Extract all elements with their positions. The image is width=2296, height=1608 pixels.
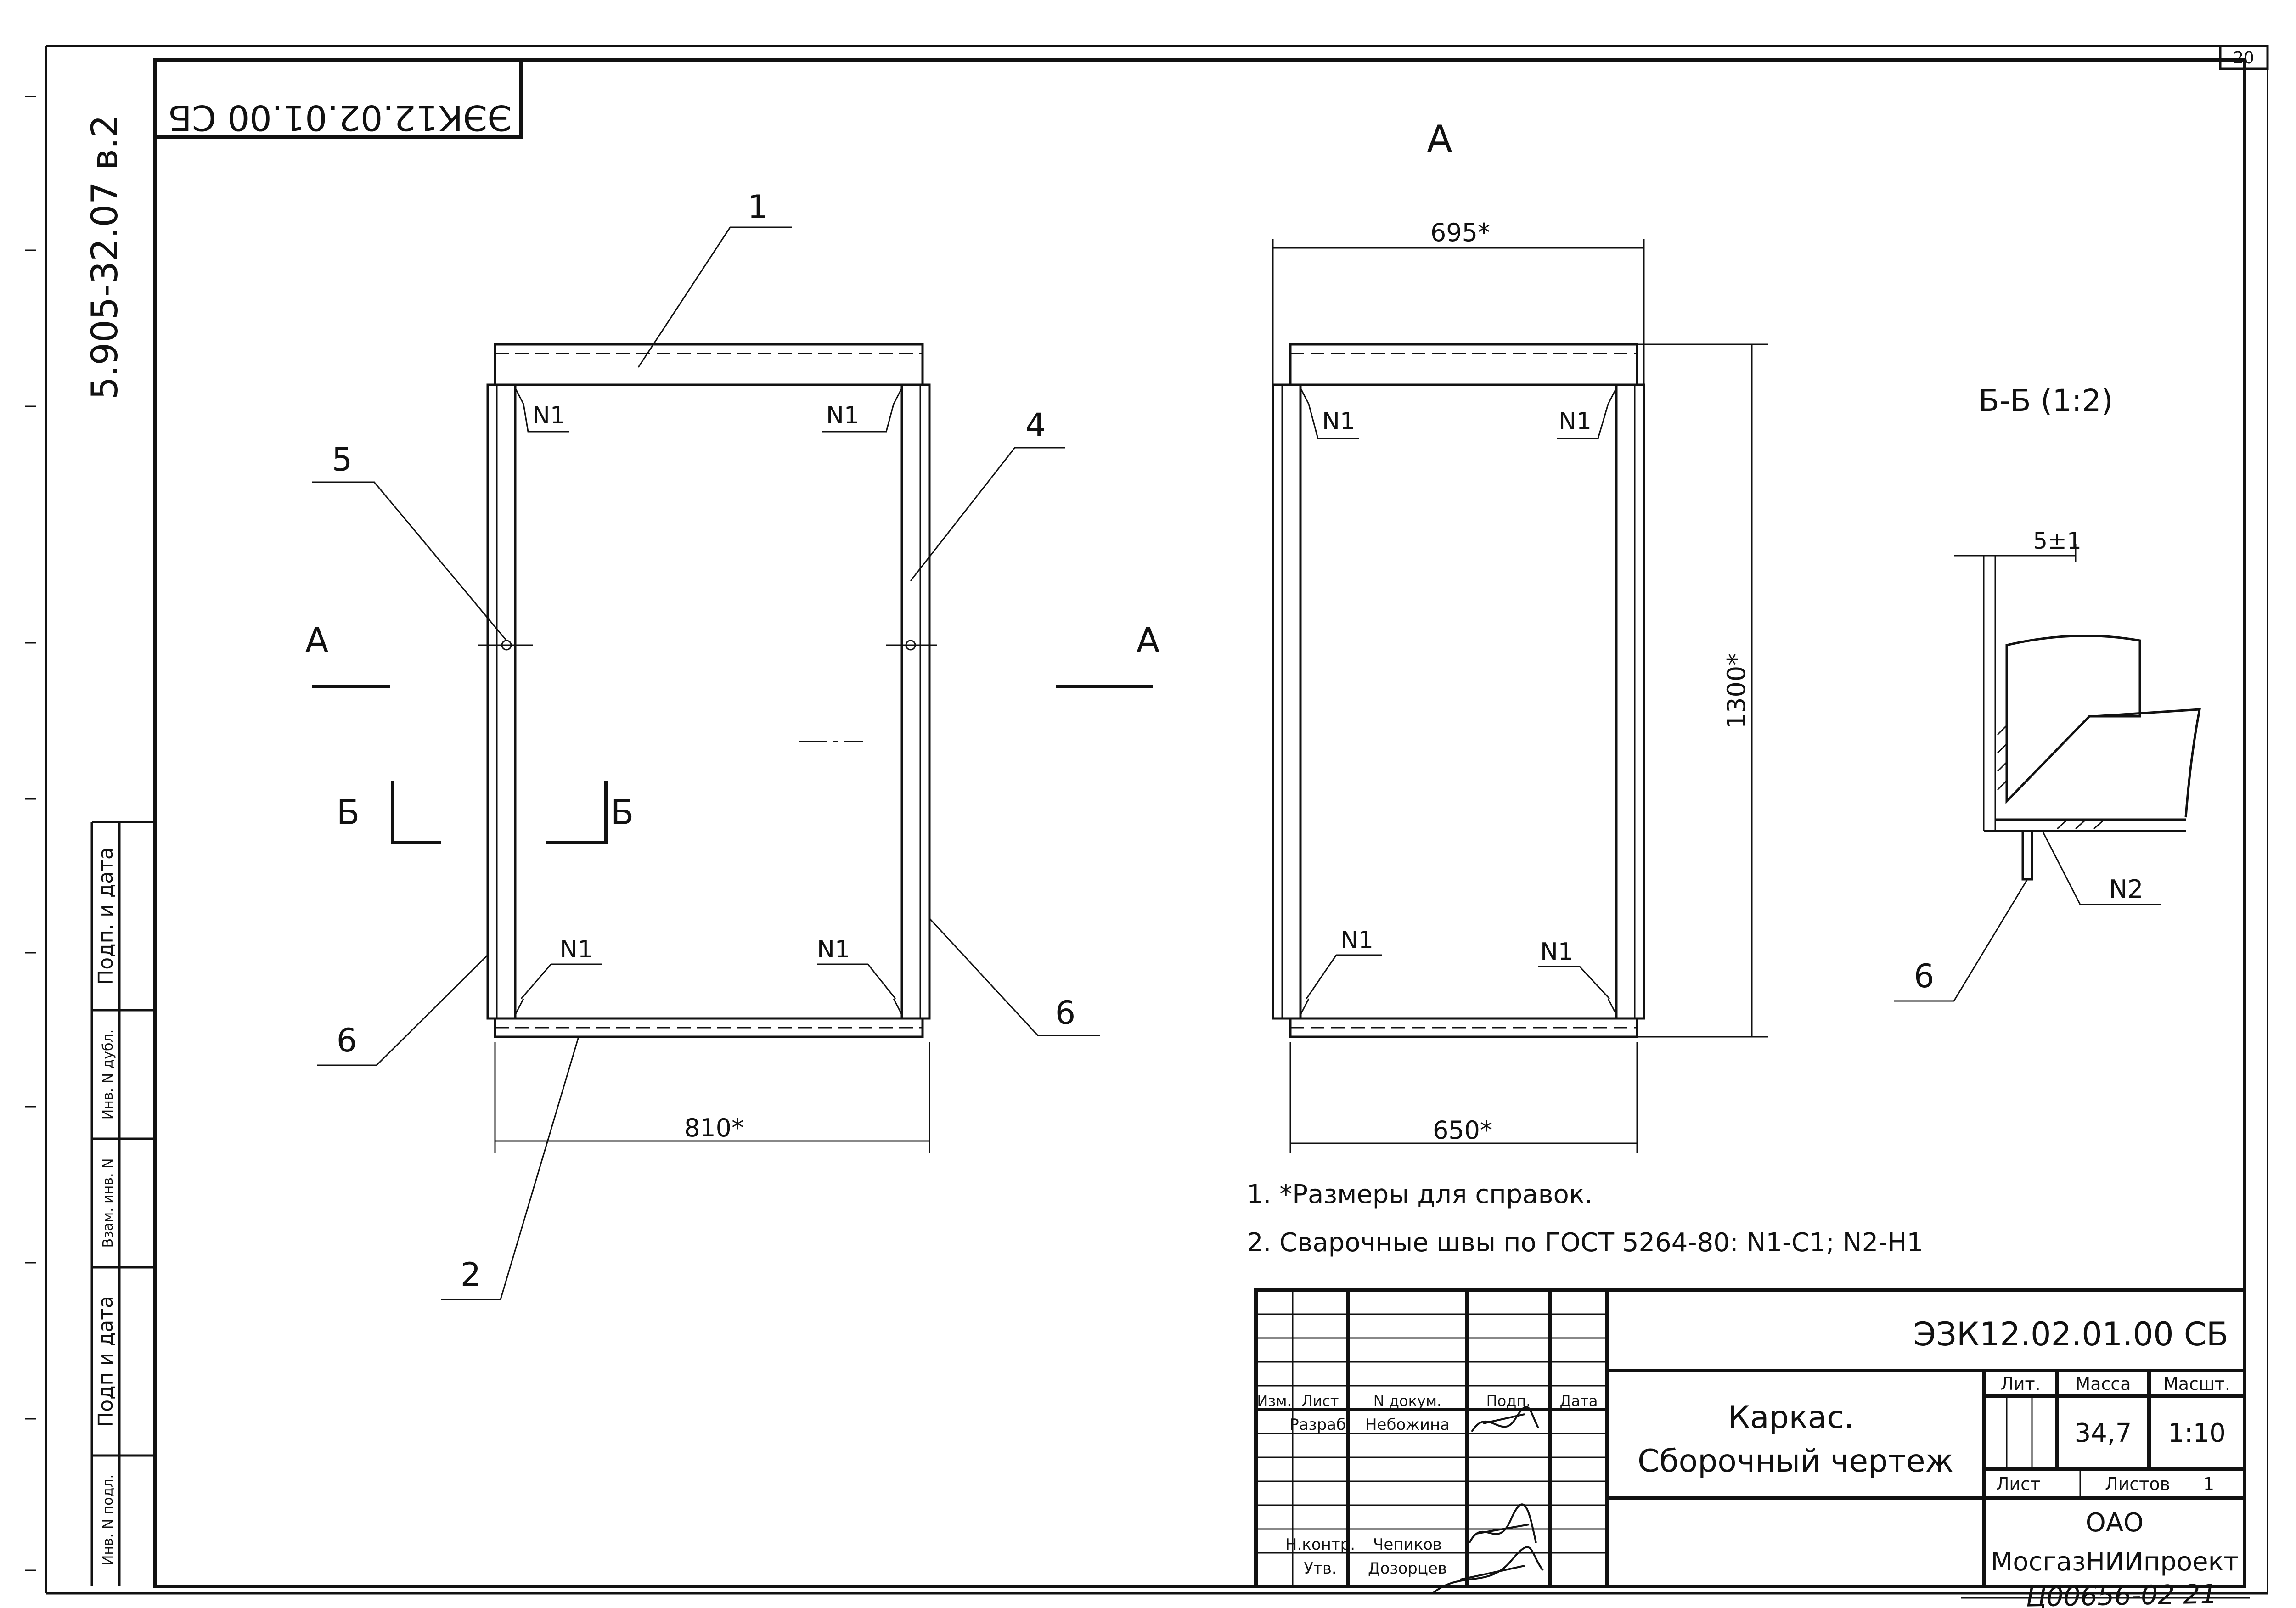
stamp-code-mirrored: ЭЭК12.02.01.00 СБ (168, 97, 512, 138)
name-approved: Дозорцев (1368, 1559, 1447, 1578)
scale-value: 1:10 (2168, 1418, 2226, 1448)
title-block (1254, 1288, 2246, 1588)
signature-approved (1432, 1546, 1544, 1594)
title-line-2: Сборочный чертеж (1638, 1443, 1953, 1479)
section-bb-detail (1954, 544, 2201, 881)
right-frame-view (1272, 343, 1645, 1038)
sheet-corner-number: 20 (2233, 49, 2254, 67)
org-line-1: ОАО (2086, 1508, 2144, 1538)
sheet-label: Лист (1996, 1474, 2040, 1494)
org-line-2: МосгазНИИпроект (1991, 1547, 2239, 1577)
balloon-1: 1 (748, 188, 768, 226)
dimension-810: 810* (684, 1113, 744, 1142)
strip-label-sign-date-2: Подп и дата (94, 1296, 118, 1427)
note-2: 2. Сварочные швы по ГОСТ 5264-80: N1-C1;… (1247, 1228, 1923, 1258)
sheets-label: Листов (2105, 1474, 2170, 1494)
dimension-650: 650* (1433, 1116, 1492, 1145)
role-approved: Утв. (1304, 1559, 1336, 1578)
col-scale: Масшт. (2163, 1374, 2230, 1394)
role-developer: Разраб. (1289, 1416, 1351, 1434)
weld-label: N1 (1322, 408, 1355, 435)
weld-label: N1 (817, 936, 850, 963)
left-strip (90, 821, 155, 1586)
strip-label-sign-date: Подп. и дата (94, 847, 118, 985)
balloon-6: 6 (337, 1022, 357, 1059)
mass-value: 34,7 (2075, 1418, 2132, 1448)
strip-label-dup-inv: Инв. N дубл. (100, 1029, 116, 1120)
handwritten-reference: Ц00656-02 21 (2026, 1578, 2217, 1608)
strip-label-orig-inv: Инв. N подл. (100, 1474, 116, 1565)
weld-label: N1 (1540, 938, 1573, 966)
dimension-5pm1: 5±1 (2033, 528, 2082, 554)
margin-ticks (25, 96, 36, 1571)
weld-label: N1 (560, 936, 593, 963)
section-label-b-left: Б (337, 793, 360, 832)
view-title-a: А (1427, 118, 1452, 160)
title-doc-code: ЭЗК12.02.01.00 СБ (1913, 1316, 2228, 1353)
weld-label-n2: N2 (2109, 875, 2144, 904)
section-label-b-right: Б (611, 793, 634, 832)
balloon-6: 6 (1055, 994, 1076, 1032)
header-doc-no: N докум. (1373, 1392, 1441, 1410)
view-label-a-left: А (305, 621, 329, 660)
title-line-1: Каркас. (1728, 1400, 1854, 1436)
series-code: 5.905-32.07 в.2 (84, 115, 126, 399)
header-signature: Подп. (1486, 1392, 1531, 1410)
header-date: Дата (1560, 1392, 1598, 1410)
col-mass: Масса (2075, 1374, 2131, 1394)
weld-label: N1 (532, 402, 565, 429)
dimension-695: 695* (1430, 218, 1490, 247)
balloon-2: 2 (461, 1256, 481, 1293)
col-lit: Лит. (2000, 1374, 2041, 1394)
strip-label-replace-inv: Взам. инв. N (100, 1158, 116, 1248)
view-label-a-right: А (1137, 621, 1160, 660)
sheets-value: 1 (2203, 1474, 2214, 1494)
note-1: 1. *Размеры для справок. (1247, 1180, 1593, 1209)
left-frame-view (478, 343, 937, 1038)
weld-label: N1 (1559, 408, 1592, 435)
signature-developer (1471, 1406, 1539, 1433)
balloon-4: 4 (1025, 406, 1046, 444)
sheet-frame (45, 45, 2268, 1595)
header-sheet: Лист (1301, 1392, 1339, 1410)
dimension-1300: 1300* (1722, 653, 1751, 729)
balloon-5: 5 (332, 441, 353, 478)
name-developer: Небожина (1365, 1416, 1450, 1434)
header-rev: Изм. (1257, 1392, 1291, 1410)
name-normcontrol: Чепиков (1373, 1535, 1442, 1554)
weld-label: N1 (1340, 927, 1373, 954)
weld-label: N1 (826, 402, 859, 429)
role-normcontrol: Н.контр. (1285, 1535, 1355, 1554)
signature-normcontrol (1469, 1503, 1537, 1543)
section-title-bb: Б-Б (1:2) (1978, 383, 2113, 418)
balloon-6: 6 (1914, 957, 1935, 995)
